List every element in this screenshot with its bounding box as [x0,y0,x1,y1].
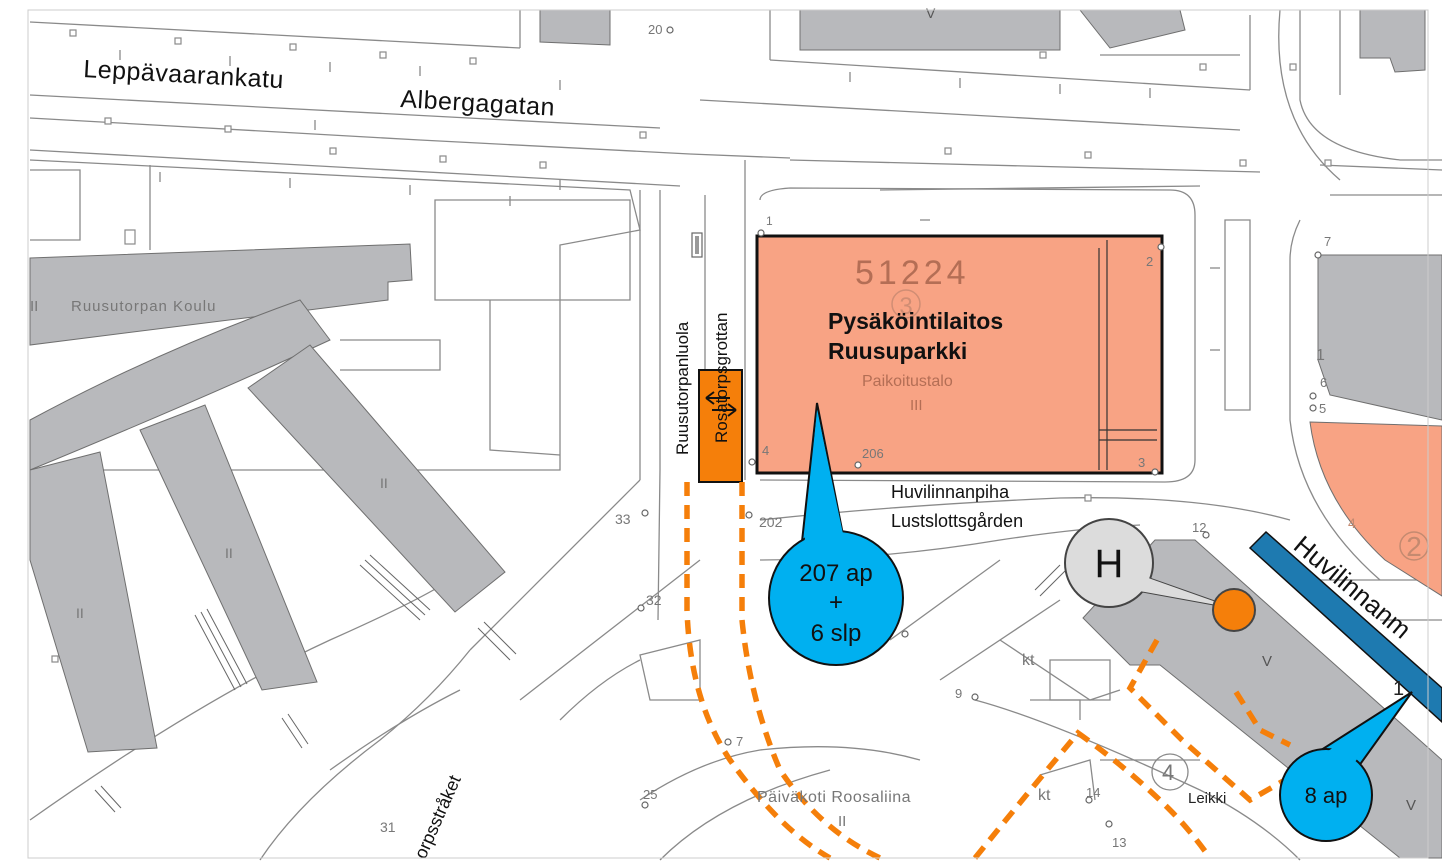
school-label: Ruusutorpan Koulu [71,298,216,315]
addr-20: 20 [648,22,662,37]
daycare-floors-label: II [838,813,846,830]
addr-13: 13 [1112,835,1126,850]
street-outlines [29,9,1442,861]
addr-202: 202 [759,514,783,530]
kt-label-a: kt [1022,652,1035,669]
daycare-label: Päiväkoti Roosaliina [757,789,911,806]
parking-structure[interactable] [755,234,1164,475]
right-floors-b: V [1406,797,1416,814]
street-rosatorpsgrottan: Rosatorpsgrottan [712,313,731,443]
addr-12: 12 [1192,520,1206,535]
street-capacity-callout[interactable]: 8 ap [1279,691,1413,842]
addr-6: 6 [1320,375,1327,390]
stairs [94,554,1066,813]
stripe-circle-number: 1 [1393,678,1404,700]
school-floors-label: II [30,298,38,315]
arrow-left-icon [705,391,730,405]
street-capacity-label: 8 ap [1305,783,1348,808]
addr-1: 1 [766,214,773,228]
addr-4-right: 4 [1348,515,1356,531]
right-floors-a: V [1262,653,1272,670]
parking-building-right [1309,421,1442,597]
wing3-floors: II [380,475,388,491]
addr-32: 32 [646,592,662,608]
hospital-letter: H [1095,542,1124,586]
addr-7b: 7 [736,734,743,749]
capacity-line3: 6 slp [811,620,862,647]
top-floors: V [926,5,936,21]
addr-206: 206 [862,446,884,461]
street-huvilinnanpiha: Huvilinnanpiha [891,482,1010,502]
addr-4: 4 [762,443,769,458]
addr-14: 14 [1086,785,1100,800]
parking-title-line1: Pysäköintilaitos [828,308,1003,334]
parking-circle-number: 3 [899,293,912,320]
addr-right-floors: 1 [1316,347,1325,364]
street-lustslottsgarden: Lustslottsgården [891,511,1023,531]
addr-2: 2 [1146,254,1153,269]
entrance-ramp[interactable] [698,369,743,483]
leikki-label: Leikki [1188,790,1226,807]
map-frame [27,9,1429,859]
capacity-line1: 207 ap [799,560,872,587]
street-ticks [119,50,1220,351]
wing1-floors: II [76,605,84,621]
parking-type-label: Paikoitustalo [862,373,953,390]
street-leppavaarankatu: Leppävaarankatu [83,55,285,94]
street-rosatorpsstraket: orpsstråket [410,772,464,861]
addr-9: 9 [955,686,962,701]
parking-capacity-callout[interactable]: 207 ap + 6 slp [768,402,904,666]
arrow-right-icon [712,403,737,417]
walking-routes [684,482,1292,861]
addr-5: 5 [1319,401,1326,416]
address-points [637,26,1322,828]
block-number-label: 51224 [855,254,970,292]
hospital-entrance-marker[interactable] [1212,588,1256,632]
addr-3: 3 [1138,455,1145,470]
addr-31: 31 [380,819,396,835]
street-parking-stripe[interactable] [1248,530,1442,724]
addr-33: 33 [615,511,631,527]
parking-floors-label: III [910,397,923,414]
playground-number: 4 [1162,760,1174,785]
wing2-floors: II [225,545,233,561]
right-circle-number: 2 [1406,531,1422,562]
street-ruusutorpanluola: Ruusutorpanluola [673,321,692,455]
parking-title-line2: Ruusuparkki [828,338,967,364]
addr-25: 25 [643,787,657,802]
kt-label-b: kt [1038,787,1051,804]
addr-7: 7 [1324,234,1331,249]
capacity-line2: + [829,589,843,616]
hospital-callout[interactable]: H [1064,518,1256,632]
